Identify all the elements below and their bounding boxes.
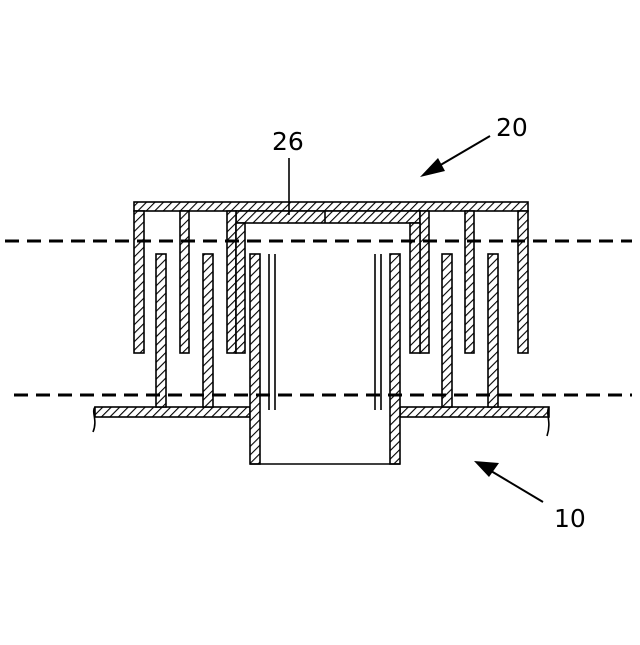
reference-numeral-26: 26 <box>272 129 304 154</box>
cap-wall-left-2 <box>227 211 236 353</box>
arrow-20 <box>420 136 490 177</box>
reference-numeral-20: 20 <box>496 115 528 140</box>
cap-outer-skirt-left <box>134 211 144 353</box>
spout-wall-left <box>250 254 260 464</box>
base-plate-right <box>400 407 549 417</box>
base-wall-right-1 <box>442 254 452 407</box>
cap-outer-skirt-right <box>518 211 528 353</box>
cap-wall-left-1 <box>180 211 189 353</box>
base-plate-left <box>95 407 250 417</box>
cap-wall-right-1 <box>420 211 429 353</box>
center-top-strip <box>236 211 420 223</box>
arrow-10 <box>474 461 543 502</box>
base-wall-left-2 <box>203 254 213 407</box>
base-wall-left-1 <box>156 254 166 407</box>
cap-top-plate <box>134 202 528 211</box>
base-wall-right-2 <box>488 254 498 407</box>
spout-wall-right <box>390 254 400 464</box>
reference-numeral-10: 10 <box>554 506 586 531</box>
cap-wall-right-2 <box>465 211 474 353</box>
